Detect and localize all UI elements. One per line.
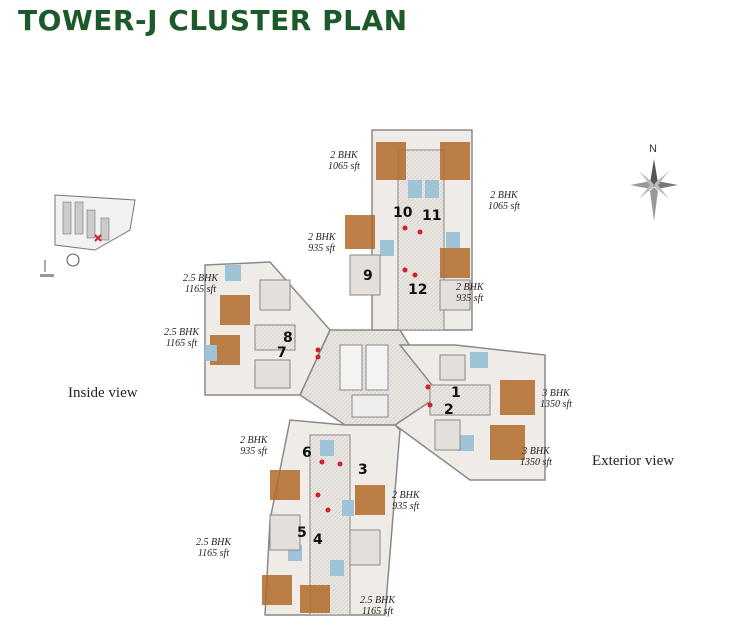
- flat-number-10: 10: [393, 205, 413, 221]
- west-wing: [204, 261, 331, 396]
- compass-rose-icon: [630, 159, 678, 221]
- south-wing: [262, 419, 401, 616]
- flat-number-12: 12: [408, 282, 428, 298]
- flat-number-6: 6: [302, 445, 312, 461]
- flat-number-7: 7: [277, 345, 287, 361]
- flat-number-5: 5: [297, 525, 307, 541]
- flat-number-3: 3: [358, 462, 368, 478]
- flat-number-8: 8: [283, 330, 293, 346]
- page-title: TOWER-J CLUSTER PLAN: [18, 4, 408, 37]
- east-wing: [393, 344, 546, 481]
- compass-north-label: N: [649, 143, 657, 155]
- compass: N: [625, 143, 683, 225]
- flat-number-1: 1: [451, 385, 461, 401]
- site-key-map: [40, 194, 136, 277]
- entrance-dots: [315, 225, 433, 513]
- flat-number-11: 11: [422, 208, 442, 224]
- flat-number-9: 9: [363, 268, 373, 284]
- inside-view-label: Inside view: [68, 385, 138, 401]
- flat-number-4: 4: [313, 532, 323, 548]
- north-wing: [345, 129, 473, 331]
- flat-number-2: 2: [444, 402, 454, 418]
- exterior-view-label: Exterior view: [592, 453, 675, 469]
